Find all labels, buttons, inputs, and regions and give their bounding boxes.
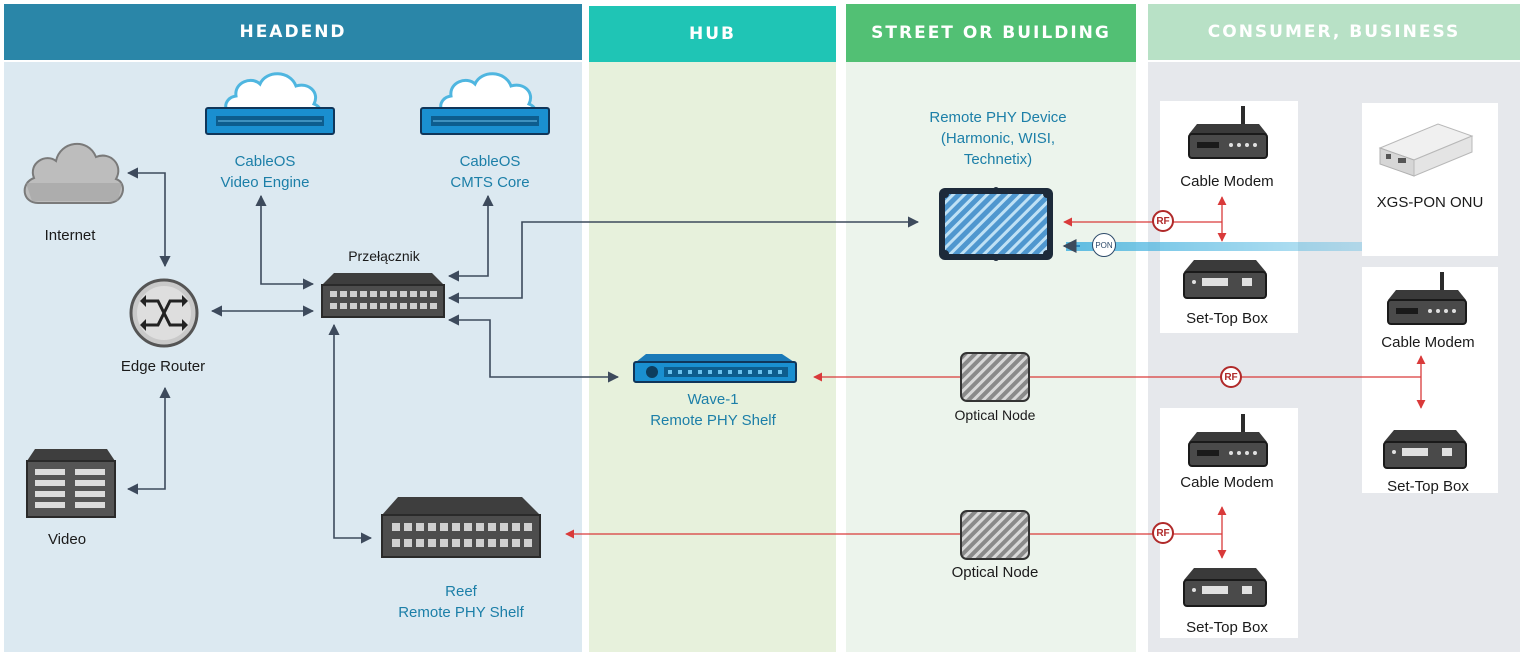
set-top-box-2-label: Set-Top Box (1387, 478, 1469, 495)
pon-line (1066, 242, 1362, 251)
wave1-shelf-icon (632, 352, 798, 384)
cableos-cmts-core-label-1: CableOS (459, 153, 521, 170)
cableos-video-engine-icon (204, 68, 336, 138)
internet-label: Internet (44, 227, 96, 244)
optical-node-2-label: Optical Node (951, 564, 1039, 581)
xgs-pon-onu-icon (1378, 122, 1474, 178)
video-label: Video (47, 531, 87, 548)
edge-router-icon (128, 277, 200, 349)
optical-node-2-icon (960, 510, 1030, 560)
line-switch-rpd (447, 216, 920, 304)
optical-node-1-icon (960, 352, 1030, 402)
line-cmts-switch (447, 194, 494, 282)
pon-badge: PON (1092, 233, 1116, 257)
headend-header: HEADEND (4, 4, 582, 60)
rpd-label-2: (Harmonic, WISI, (940, 130, 1056, 147)
cable-modem-1-label: Cable Modem (1180, 173, 1274, 190)
set-top-box-3-label: Set-Top Box (1186, 619, 1268, 636)
rpd-label-1: Remote PHY Device (929, 109, 1067, 126)
internet-cloud-icon (18, 125, 128, 215)
reef-shelf-icon (378, 495, 544, 559)
wave1-label-2: Remote PHY Shelf (650, 412, 776, 429)
rf-badge-2: RF (1220, 366, 1242, 388)
cableos-cmts-core-icon (419, 68, 551, 138)
reef-label-2: Remote PHY Shelf (398, 604, 524, 621)
street-header: STREET OR BUILDING (846, 4, 1136, 62)
line-internet-router (126, 167, 171, 268)
xgs-pon-onu-label: XGS-PON ONU (1376, 194, 1484, 211)
switch-label: Przełącznik (348, 248, 420, 264)
cableos-video-engine-label-2: Video Engine (220, 174, 310, 191)
rf-badge-3: RF (1152, 522, 1174, 544)
line-switch-reef (328, 323, 373, 544)
hub-header: HUB (589, 6, 836, 62)
line-videoengine-switch (255, 194, 315, 290)
switch-icon (320, 271, 446, 319)
rf-badge-1: RF (1152, 210, 1174, 232)
set-top-box-3-icon (1182, 566, 1268, 608)
video-server-icon (25, 447, 117, 519)
line-switch-wave1 (447, 314, 620, 383)
cable-modem-3-icon (1187, 412, 1269, 470)
line-video-router (126, 386, 171, 495)
set-top-box-1-label: Set-Top Box (1186, 310, 1268, 327)
remote-phy-device-icon (937, 186, 1055, 262)
rpd-label-3: Technetix) (963, 151, 1033, 168)
cable-modem-2-icon (1386, 270, 1468, 328)
set-top-box-1-icon (1182, 258, 1268, 300)
set-top-box-2-icon (1382, 428, 1468, 470)
cableos-video-engine-label-1: CableOS (234, 153, 296, 170)
cableos-cmts-core-label-2: CMTS Core (450, 174, 530, 191)
cable-modem-1-icon (1187, 104, 1269, 162)
consumer-header: CONSUMER, BUSINESS (1148, 4, 1520, 60)
wave1-label-1: Wave-1 (687, 391, 739, 408)
cable-modem-3-label: Cable Modem (1180, 474, 1274, 491)
edge-router-label: Edge Router (120, 358, 206, 375)
optical-node-1-label: Optical Node (954, 407, 1036, 423)
cable-modem-2-label: Cable Modem (1381, 334, 1475, 351)
reef-label-1: Reef (445, 583, 477, 600)
